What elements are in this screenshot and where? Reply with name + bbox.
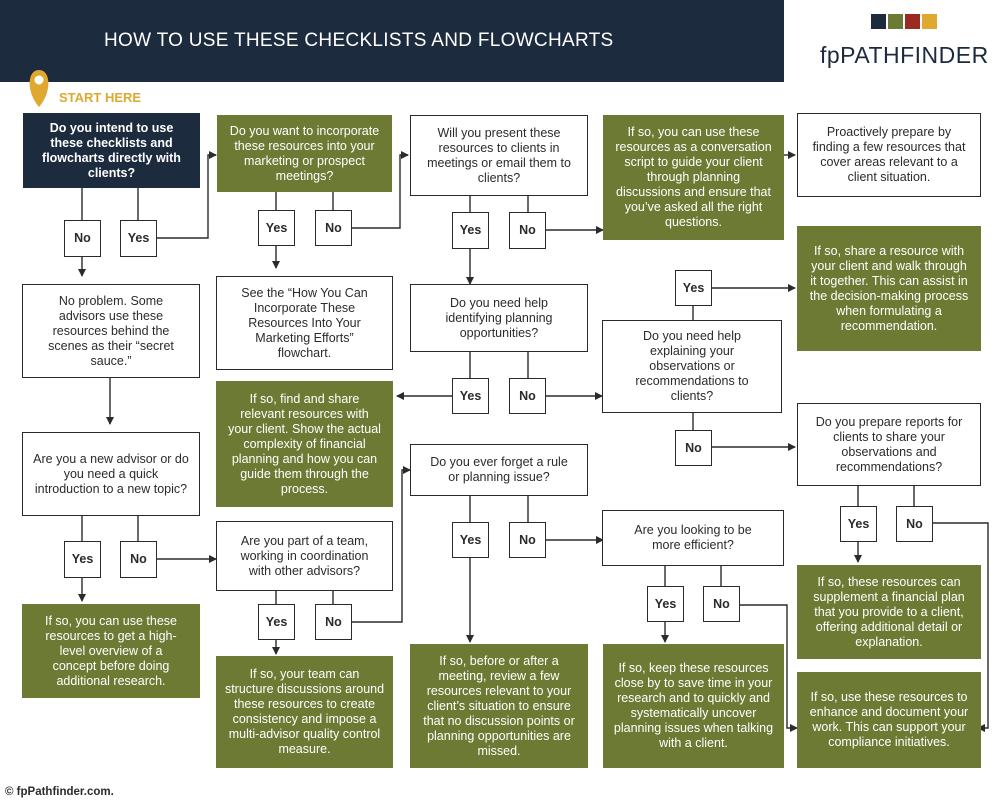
question-marketing: Do you want to incorporate these resourc… bbox=[217, 115, 392, 192]
q5-no-box: No bbox=[675, 430, 712, 466]
question-present-resources: Will you present these resources to clie… bbox=[410, 115, 588, 196]
q3-yes-box: Yes bbox=[452, 212, 489, 249]
brand-square-2 bbox=[888, 14, 903, 29]
question-efficient: Are you looking to be more efficient? bbox=[602, 510, 784, 566]
q8-yes-box: Yes bbox=[452, 522, 489, 558]
brand-logo: fpPATHFINDER bbox=[820, 42, 989, 68]
outcome-see-marketing-flowchart: See the “How You Can Incorporate These R… bbox=[216, 276, 393, 370]
outcome-review-resources: If so, before or after a meeting, review… bbox=[410, 644, 588, 768]
brand-square-3 bbox=[905, 14, 920, 29]
q4-no-box: No bbox=[509, 378, 546, 414]
q1-yes-box: Yes bbox=[120, 220, 157, 257]
start-here-label: START HERE bbox=[59, 90, 142, 105]
q3-no-box: No bbox=[509, 212, 546, 249]
outcome-compliance: If so, use these resources to enhance an… bbox=[797, 672, 981, 768]
header-bar: HOW TO USE THESE CHECKLISTS AND FLOWCHAR… bbox=[0, 0, 784, 82]
outcome-conversation-script: If so, you can use these resources as a … bbox=[603, 115, 784, 240]
q5-yes-box: Yes bbox=[675, 270, 712, 306]
map-pin-icon bbox=[29, 70, 49, 107]
q6-no-box: No bbox=[120, 541, 157, 578]
outcome-overview: If so, you can use these resources to ge… bbox=[22, 604, 200, 698]
brand-square-4 bbox=[922, 14, 937, 29]
question-team: Are you part of a team, working in coord… bbox=[216, 521, 393, 591]
q2-yes-box: Yes bbox=[258, 210, 295, 246]
q6-yes-box: Yes bbox=[64, 541, 101, 578]
q7-yes-box: Yes bbox=[258, 604, 295, 640]
q9-no-box: No bbox=[703, 586, 740, 622]
outcome-show-complexity: If so, find and share relevant resources… bbox=[216, 381, 393, 507]
page-title: HOW TO USE THESE CHECKLISTS AND FLOWCHAR… bbox=[104, 30, 614, 51]
outcome-keep-close: If so, keep these resources close by to … bbox=[603, 644, 784, 768]
q4-yes-box: Yes bbox=[452, 378, 489, 414]
question-forget-rule: Do you ever forget a rule or planning is… bbox=[410, 444, 588, 496]
outcome-supplement-plan: If so, these resources can supplement a … bbox=[797, 565, 981, 659]
q10-yes-box: Yes bbox=[840, 506, 877, 542]
q8-no-box: No bbox=[509, 522, 546, 558]
outcome-proactive: Proactively prepare by finding a few res… bbox=[797, 113, 981, 197]
question-identify-opportunities: Do you need help identifying planning op… bbox=[410, 284, 588, 352]
outcome-team-structure: If so, your team can structure discussio… bbox=[216, 656, 393, 768]
question-explain-observations: Do you need help explaining your observa… bbox=[602, 320, 782, 413]
brand-square-1 bbox=[871, 14, 886, 29]
question-new-advisor: Are you a new advisor or do you need a q… bbox=[22, 432, 200, 516]
copyright-text: © fpPathfinder.com. bbox=[5, 786, 114, 798]
q1-no-box: No bbox=[64, 220, 101, 257]
outcome-walk-through: If so, share a resource with your client… bbox=[797, 226, 981, 351]
question-reports: Do you prepare reports for clients to sh… bbox=[797, 403, 981, 486]
q2-no-box: No bbox=[315, 210, 352, 246]
q10-no-box: No bbox=[896, 506, 933, 542]
question-use-directly: Do you intend to use these checklists an… bbox=[23, 113, 200, 188]
q7-no-box: No bbox=[315, 604, 352, 640]
q9-yes-box: Yes bbox=[647, 586, 684, 622]
outcome-no-problem: No problem. Some advisors use these reso… bbox=[22, 284, 200, 378]
